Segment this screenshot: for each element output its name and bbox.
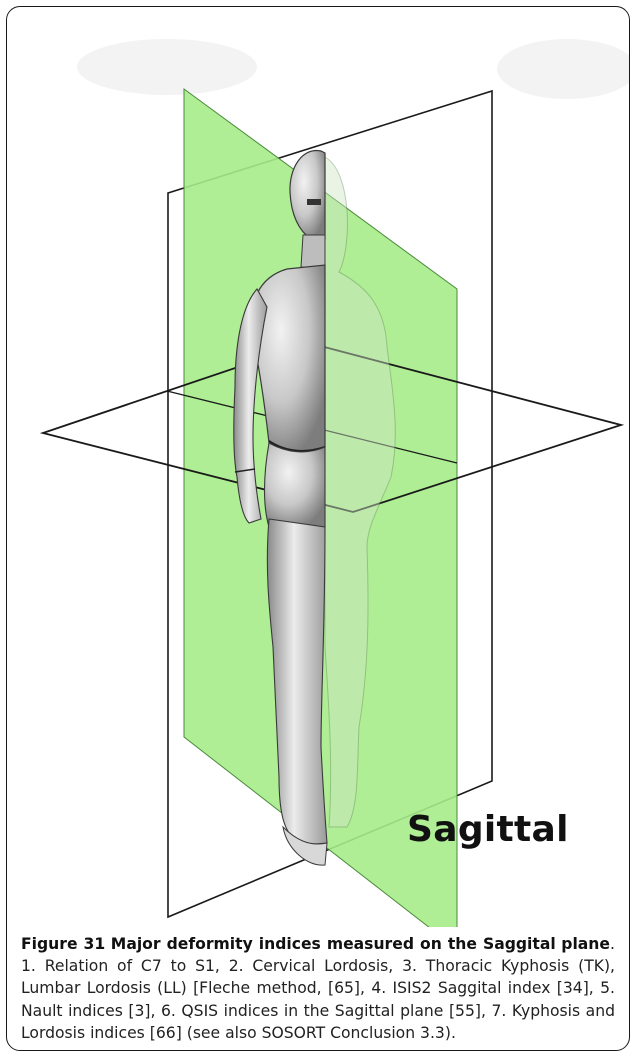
figure-title: Major deformity indices measured on the … xyxy=(111,935,556,953)
sagittal-plane-label: Sagittal xyxy=(407,809,569,850)
anatomical-planes-illustration xyxy=(7,7,630,927)
background-blur xyxy=(497,39,630,99)
figure-number: Figure 31 xyxy=(21,935,105,953)
figure-title-plane: plane xyxy=(561,935,610,953)
figure-panel: Sagittal Figure 31 Major deformity indic… xyxy=(6,6,630,1051)
figure-caption: Figure 31 Major deformity indices measur… xyxy=(21,933,615,1044)
eye xyxy=(307,199,321,205)
background-blur xyxy=(77,39,257,95)
